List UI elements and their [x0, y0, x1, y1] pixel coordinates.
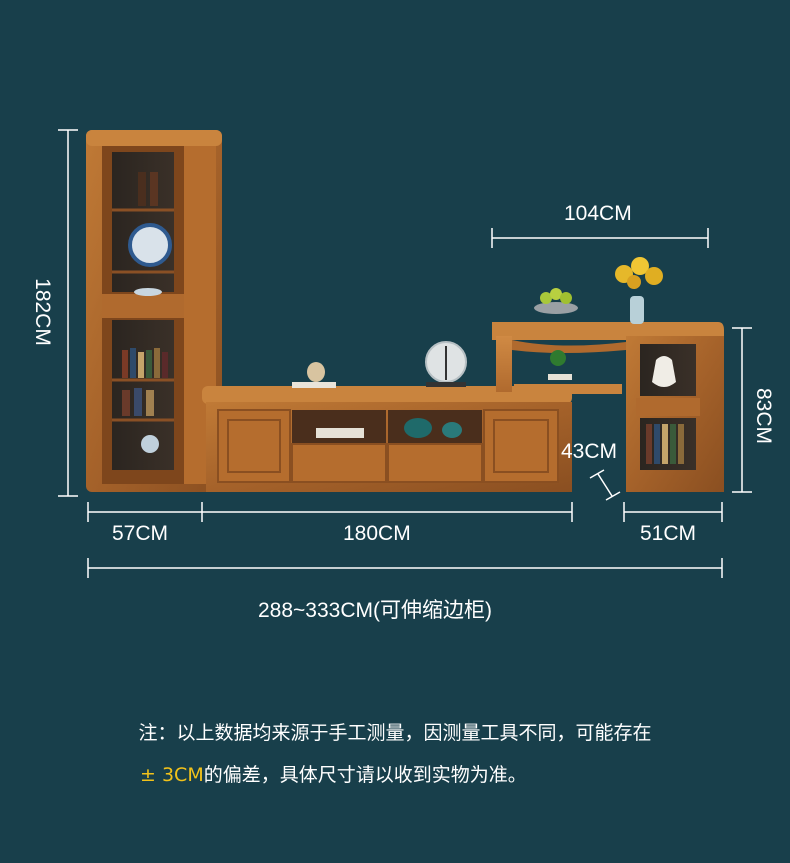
tall-cabinet — [86, 130, 222, 492]
note-text-2: 的偏差，具体尺寸请以收到实物为准。 — [203, 764, 527, 786]
measurement-note-line1: 注：以上数据均来源于手工测量，因测量工具不同，可能存在 — [0, 718, 790, 745]
tv-stand — [202, 341, 572, 492]
side-unit-width-label: 51CM — [640, 522, 697, 545]
tall-cabinet-width-label: 57CM — [112, 522, 169, 545]
tv-stand-width-label: 180CM — [343, 522, 411, 545]
side-unit — [492, 257, 724, 492]
measurement-note-line2: ± 3CM的偏差，具体尺寸请以收到实物为准。 — [140, 760, 740, 787]
total-width-label: 288~333CM(可伸缩边柜) — [258, 599, 492, 622]
tolerance-value: ± 3CM — [140, 764, 204, 786]
side-unit-height-label: 83CM — [752, 387, 775, 445]
side-unit-top-width-label: 104CM — [564, 202, 632, 225]
dimension-lines — [58, 129, 752, 578]
side-unit-depth-label: 43CM — [561, 440, 618, 463]
tall-cabinet-height-label: 182CM — [31, 278, 54, 346]
note-text-1: 注：以上数据均来源于手工测量，因测量工具不同，可能存在 — [138, 722, 652, 744]
